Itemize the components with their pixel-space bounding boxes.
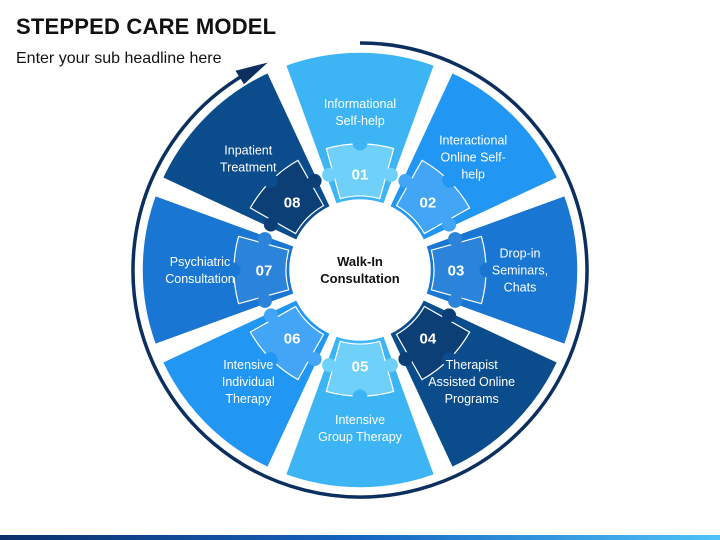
puzzle-piece [233, 235, 290, 305]
segment-label-line: Group Therapy [318, 430, 403, 444]
puzzle-tab [383, 167, 398, 182]
puzzle-tab [398, 352, 413, 367]
puzzle-piece [249, 159, 325, 235]
puzzle-piece [325, 340, 395, 397]
puzzle-notch [262, 352, 278, 368]
segment-label-line: Assisted Online [428, 375, 515, 389]
segment-wedge [141, 194, 296, 346]
puzzle-tab [257, 293, 272, 308]
segment-label-line: Consultation [165, 272, 235, 286]
segment-label-line: Drop-in [500, 247, 541, 261]
segment-number: 05 [352, 359, 369, 376]
segment-wedge [424, 194, 579, 346]
puzzle-notch [442, 352, 458, 368]
puzzle-notch [352, 389, 368, 405]
puzzle-tab [307, 352, 322, 367]
page-title: STEPPED CARE MODEL [16, 14, 277, 39]
segment-label-line: Intensive [335, 413, 385, 427]
segment-label-line: Treatment [220, 160, 277, 174]
puzzle-piece [325, 143, 395, 200]
outer-arrow-head [235, 62, 268, 85]
puzzle-tab [263, 308, 278, 323]
puzzle-piece [395, 159, 471, 235]
center-circle [302, 212, 418, 328]
puzzle-piece [249, 305, 325, 381]
puzzle-piece [395, 305, 471, 381]
segment-label-line: Individual [222, 375, 275, 389]
puzzle-tab [448, 293, 463, 308]
center-label-line: Walk-In [337, 254, 383, 269]
segment-number: 08 [284, 195, 301, 212]
segment-label-line: Interactional [439, 133, 507, 147]
puzzle-notch [479, 262, 495, 278]
puzzle-tab [442, 217, 457, 232]
segment-number: 02 [420, 195, 437, 212]
puzzle-notch [352, 135, 368, 151]
puzzle-notch [262, 172, 278, 188]
outer-arrow-arc [131, 41, 589, 499]
puzzle-notch [442, 172, 458, 188]
segment-label-line: Therapy [225, 392, 272, 406]
segment-number: 04 [420, 330, 437, 347]
puzzle-tab [448, 232, 463, 247]
puzzle-tab [442, 308, 457, 323]
segment-label-line: Online Self- [440, 150, 505, 164]
segment-label-line: Chats [504, 281, 537, 295]
puzzle-notch [225, 262, 241, 278]
puzzle-tab [263, 217, 278, 232]
puzzle-tab [257, 232, 272, 247]
segment-number: 07 [256, 263, 273, 280]
bottom-accent-bar [0, 535, 720, 540]
segment-number: 03 [448, 263, 465, 280]
puzzle-tab [383, 358, 398, 373]
segment-label-line: Seminars, [492, 264, 548, 278]
segment-label-line: Therapist [446, 358, 499, 372]
segment-label-line: Self-help [335, 114, 384, 128]
segment-label-line: Intensive [223, 358, 273, 372]
segment-label-line: Programs [445, 392, 499, 406]
puzzle-piece [430, 235, 487, 305]
segment-number: 06 [284, 330, 301, 347]
puzzle-tab [322, 167, 337, 182]
segment-wedge [284, 51, 436, 206]
center-label-line: Consultation [320, 271, 399, 286]
segment-label-line: Inpatient [224, 143, 272, 157]
segment-label-line: Informational [324, 97, 396, 111]
outer-arrow [131, 41, 589, 499]
segment-label-line: help [461, 167, 485, 181]
puzzle-tab [307, 173, 322, 188]
segment-wedge [284, 334, 436, 489]
segment-number: 01 [352, 167, 369, 184]
page-subtitle: Enter your sub headline here [16, 50, 222, 67]
segment-label-line: Psychiatric [170, 255, 230, 269]
puzzle-tab [398, 173, 413, 188]
puzzle-tab [322, 358, 337, 373]
